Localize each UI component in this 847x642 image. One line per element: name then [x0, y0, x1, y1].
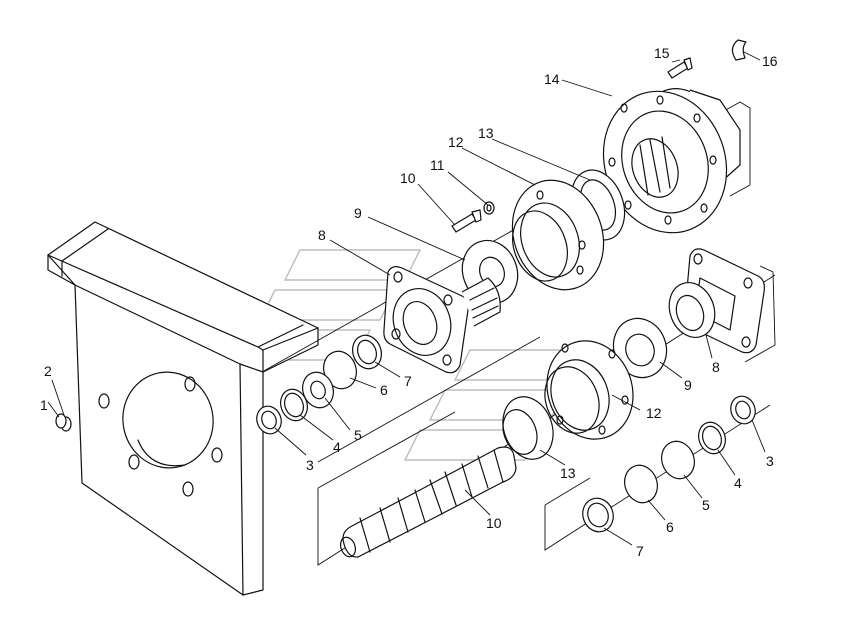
callout-6-lower: 6: [666, 519, 674, 535]
leader-lines: [47, 51, 766, 546]
callout-7-upper: 7: [404, 373, 412, 389]
ring-4-lower: [698, 421, 726, 455]
callout-1: 1: [40, 397, 48, 413]
bolt-10-upper: [451, 209, 482, 233]
callout-6-upper: 6: [380, 382, 388, 398]
callout-5-lower: 5: [702, 497, 710, 513]
callout-4-upper: 4: [333, 439, 341, 455]
callout-7-lower: 7: [636, 543, 644, 559]
washer-11: [483, 201, 495, 215]
disc-6-lower: [624, 464, 658, 504]
disc-5-lower: [661, 440, 695, 480]
callout-8-upper: 8: [318, 227, 326, 243]
callout-11: 11: [430, 157, 445, 173]
callout-3-upper: 3: [306, 457, 314, 473]
ring-13-lower: [502, 396, 554, 460]
flange-housing-14: [602, 88, 741, 234]
callout-15: 15: [654, 45, 670, 61]
seal-3-lower: [730, 395, 756, 425]
callout-9-upper: 9: [354, 205, 362, 221]
flange-12-lower: [544, 340, 634, 440]
part-1-pin: [55, 413, 72, 432]
callout-10-upper: 10: [400, 170, 416, 186]
callout-10-lower: 10: [486, 515, 502, 531]
callout-16: 16: [762, 53, 778, 69]
seal-7-lower: [582, 497, 614, 533]
callout-13-lower: 13: [560, 465, 576, 481]
callout-12-upper: 12: [448, 134, 464, 150]
callout-2: 2: [44, 363, 52, 379]
seal-7-upper: [352, 334, 382, 370]
callout-12-lower: 12: [646, 405, 662, 421]
gasket-9-lower: [612, 317, 668, 379]
callout-13-upper: 13: [478, 125, 494, 141]
splined-shaft-10: [339, 446, 517, 558]
callout-labels: 1 2 3 4 5 6 7 8 9 10 11 12 13 14 15 16 1…: [40, 45, 778, 559]
callout-5-upper: 5: [354, 427, 362, 443]
callout-8-lower: 8: [712, 359, 720, 375]
seal-3-upper: [256, 405, 282, 435]
flange-12-upper: [511, 179, 605, 291]
bolt-15: [667, 57, 693, 79]
callout-14: 14: [544, 71, 560, 87]
mounting-plate: [47, 221, 319, 596]
callout-4-lower: 4: [734, 475, 742, 491]
callout-9-lower: 9: [684, 377, 692, 393]
bearing-cover-8-lower: [668, 248, 765, 354]
bearing-cover-8-upper: [383, 266, 501, 374]
callout-3-lower: 3: [766, 453, 774, 469]
clip-16: [731, 39, 747, 61]
ring-4-upper: [280, 388, 308, 422]
